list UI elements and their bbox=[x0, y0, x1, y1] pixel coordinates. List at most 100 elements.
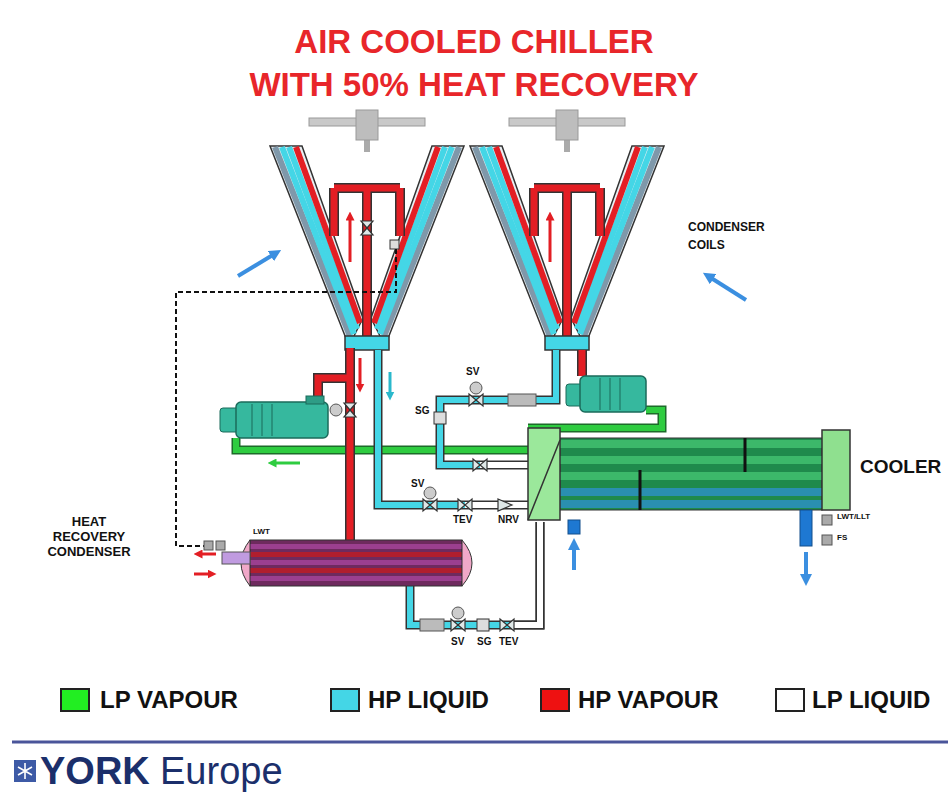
condenser-coil bbox=[270, 110, 464, 350]
sensor-wire bbox=[176, 249, 396, 546]
heat-recovery-vessel bbox=[204, 541, 213, 550]
discharge-pipe bbox=[318, 348, 350, 540]
compressor bbox=[580, 376, 646, 412]
legend-text: LP VAPOUR bbox=[100, 686, 238, 714]
compressor bbox=[262, 404, 263, 436]
condenser-coil bbox=[470, 110, 664, 350]
cooler-vessel bbox=[560, 440, 822, 448]
valve-tag: SG bbox=[476, 636, 492, 648]
discharge-pipe bbox=[318, 348, 350, 540]
brand-region: Europe bbox=[160, 752, 283, 790]
valve-tag: SG bbox=[414, 405, 430, 417]
heat-recovery-vessel bbox=[194, 573, 212, 576]
solenoid-symbol bbox=[330, 404, 342, 416]
cooler-vessel bbox=[572, 544, 576, 570]
discharge-pipe bbox=[579, 350, 586, 376]
valve-symbol bbox=[424, 487, 436, 499]
valve-symbol bbox=[473, 459, 487, 471]
valve-symbol bbox=[458, 499, 472, 511]
cooler-vessel bbox=[822, 515, 832, 525]
compressor bbox=[220, 376, 646, 438]
cooler-vessel bbox=[744, 438, 747, 472]
airflow-arrow bbox=[238, 253, 276, 276]
cooler-vessel bbox=[822, 430, 850, 510]
airflow-arrow bbox=[708, 276, 746, 300]
valve-symbol bbox=[477, 619, 489, 631]
valve-tag: TEV bbox=[452, 514, 473, 526]
compressor bbox=[620, 378, 621, 410]
liquid-pipe bbox=[389, 372, 392, 396]
discharge-pipe bbox=[359, 358, 362, 388]
valve-symbol bbox=[451, 619, 465, 631]
cooler-vessel bbox=[560, 438, 822, 510]
cooler-vessel bbox=[528, 428, 560, 520]
legend-swatch bbox=[540, 688, 570, 712]
cooler-vessel bbox=[568, 520, 580, 534]
cooler-vessel bbox=[560, 472, 822, 480]
legend-swatch bbox=[775, 688, 805, 712]
logo-mark bbox=[14, 760, 36, 782]
cooler-vessel bbox=[528, 440, 560, 520]
heat-recovery-vessel bbox=[250, 540, 462, 586]
sensor-tag: FS bbox=[836, 533, 848, 543]
suction-pipe bbox=[272, 462, 300, 465]
cooler-vessel bbox=[560, 488, 822, 496]
valve-symbol bbox=[423, 499, 437, 511]
cooler-vessel bbox=[560, 456, 822, 464]
discharge-pipe bbox=[577, 350, 587, 376]
heat-recovery-vessel bbox=[250, 568, 462, 573]
callout-label: CONDENSER COILS bbox=[688, 218, 780, 254]
cooler-vessel bbox=[639, 470, 642, 510]
valve-tag: TEV bbox=[498, 636, 519, 648]
valve-symbol bbox=[420, 619, 444, 631]
valve-symbol bbox=[500, 619, 514, 631]
legend-swatch bbox=[330, 688, 360, 712]
liquid-pipe bbox=[514, 522, 540, 625]
cooler-vessel: COOLER bbox=[528, 426, 945, 522]
vessel-name: HEAT RECOVERY CONDENSER bbox=[39, 514, 139, 559]
valve-symbol bbox=[420, 382, 536, 631]
cooler-vessel bbox=[822, 535, 832, 545]
brand-name: YORK bbox=[40, 752, 150, 790]
heat-recovery-vessel bbox=[222, 552, 250, 564]
legend-text: HP LIQUID bbox=[368, 686, 489, 714]
legend-text: HP VAPOUR bbox=[578, 686, 718, 714]
liquid-pipe bbox=[378, 350, 465, 505]
compressor bbox=[600, 378, 601, 410]
compressor bbox=[252, 404, 253, 436]
logo-mark bbox=[14, 760, 36, 782]
valve-tag: SV bbox=[450, 636, 465, 648]
valve-symbol bbox=[434, 412, 446, 424]
valve-tag: NRV bbox=[497, 514, 520, 526]
airflow-arrow bbox=[238, 253, 746, 300]
liquid-pipe bbox=[465, 502, 528, 508]
heat-recovery-vessel bbox=[194, 540, 472, 586]
compressor bbox=[610, 378, 611, 410]
legend-swatch bbox=[60, 688, 90, 712]
valve-symbol bbox=[469, 394, 483, 406]
cooler-vessel bbox=[560, 500, 822, 508]
heat-recovery-vessel bbox=[216, 541, 225, 550]
valve-symbol bbox=[470, 382, 482, 394]
valve-tag: SV bbox=[410, 478, 425, 490]
vessel-name: COOLER bbox=[860, 456, 941, 478]
valve-symbol bbox=[508, 394, 536, 406]
sensor-tag: LWT bbox=[252, 527, 271, 537]
heat-recovery-vessel bbox=[250, 576, 462, 581]
valve-symbol bbox=[498, 499, 512, 511]
valve-tag: SV bbox=[465, 366, 480, 378]
compressor bbox=[306, 396, 324, 404]
compressor bbox=[272, 404, 273, 436]
legend-text: LP LIQUID bbox=[812, 686, 930, 714]
logo-mark bbox=[18, 763, 32, 779]
valve-symbol bbox=[452, 607, 464, 619]
heat-recovery-vessel bbox=[250, 552, 462, 557]
liquid-pipe bbox=[465, 501, 528, 510]
cooler-vessel bbox=[800, 510, 812, 546]
liquid-pipe bbox=[378, 350, 465, 505]
compressor bbox=[236, 402, 328, 438]
diagram-title: AIR COOLED CHILLER WITH 50% HEAT RECOVER… bbox=[174, 20, 774, 106]
sensor-symbol bbox=[390, 240, 399, 249]
heat-recovery-vessel bbox=[250, 544, 462, 549]
liquid-pipe bbox=[514, 522, 540, 625]
